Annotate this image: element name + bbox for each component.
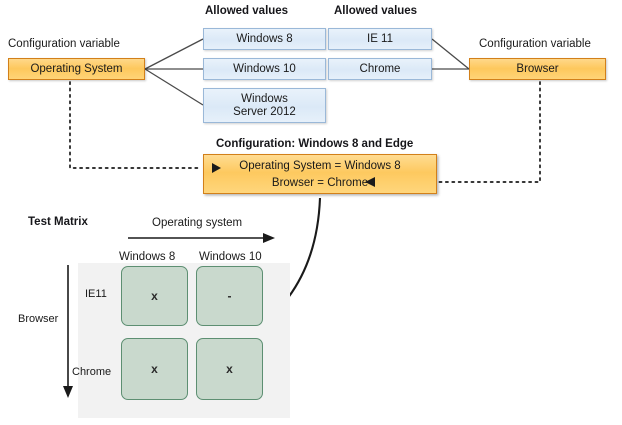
matrix-x-axis-label: Operating system	[152, 217, 243, 229]
matrix-y-axis-arrow	[63, 265, 73, 398]
matrix-cell-chrome-windows-10[interactable]: x	[196, 338, 263, 400]
matrix-column-header-windows-10: Windows 10	[199, 251, 262, 263]
os-allowed-values-caption: Allowed values	[205, 5, 289, 17]
matrix-y-axis-label: Browser	[18, 313, 59, 325]
matrix-row-header-ie11: IE11	[85, 288, 107, 300]
matrix-column-header-windows-8: Windows 8	[119, 251, 176, 263]
configuration-box[interactable]: Operating System = Windows 8 Browser = C…	[203, 154, 437, 194]
matrix-cell-chrome-windows-8[interactable]: x	[121, 338, 188, 400]
os-value-connectors	[144, 38, 204, 106]
browser-variable-caption: Configuration variable	[479, 38, 591, 50]
browser-variable-box[interactable]: Browser	[469, 58, 606, 80]
os-allowed-value-windows-10[interactable]: Windows 10	[203, 58, 326, 80]
os-to-config-dotted-connector	[69, 81, 201, 169]
configuration-line-browser: Browser = Chrome	[271, 177, 369, 189]
browser-allowed-value-chrome[interactable]: Chrome	[328, 58, 432, 80]
arrow-left-icon	[365, 177, 375, 187]
matrix-x-axis-arrow	[128, 233, 275, 243]
browser-allowed-value-ie-11[interactable]: IE 11	[328, 28, 432, 50]
os-variable-caption: Configuration variable	[8, 38, 120, 50]
matrix-cell-ie11-windows-8[interactable]: x	[121, 266, 188, 326]
matrix-cell-ie11-windows-10[interactable]: -	[196, 266, 263, 326]
test-matrix-title: Test Matrix	[28, 216, 88, 228]
play-triangle-right-icon	[212, 163, 221, 173]
os-allowed-value-windows-server-2012[interactable]: Windows Server 2012	[203, 88, 326, 123]
os-allowed-value-windows-server-2012-label: Windows Server 2012	[233, 92, 296, 118]
configuration-line-os: Operating System = Windows 8	[239, 160, 401, 172]
browser-allowed-values-caption: Allowed values	[334, 5, 418, 17]
browser-value-connectors	[431, 38, 470, 70]
configuration-title: Configuration: Windows 8 and Edge	[216, 138, 414, 150]
os-allowed-value-windows-8[interactable]: Windows 8	[203, 28, 326, 50]
matrix-row-header-chrome: Chrome	[72, 366, 112, 378]
os-variable-box[interactable]: Operating System	[8, 58, 145, 80]
